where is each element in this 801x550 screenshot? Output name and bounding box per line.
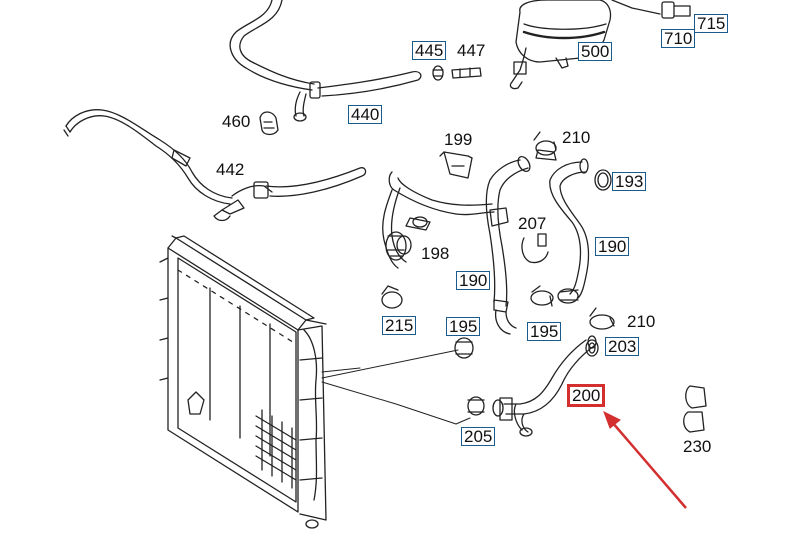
label-215[interactable]: 215 [382,316,417,335]
label-710[interactable]: 710 [661,29,696,48]
label-210-lower: 210 [627,312,656,331]
hose-200 [492,335,597,437]
clamp-210-top [533,131,557,161]
clamp-215 [381,285,403,309]
clamp-210-lower [589,307,615,330]
pointer-arrow [603,410,687,509]
label-447: 447 [457,41,486,60]
clamp-195-left [454,337,474,359]
label-205[interactable]: 205 [461,427,496,446]
label-195-mid[interactable]: 195 [527,322,562,341]
label-207: 207 [518,214,547,233]
clip-199 [439,151,473,179]
label-193[interactable]: 193 [612,172,647,191]
connector-447 [451,67,482,79]
label-230: 230 [683,437,712,456]
radiator [159,235,327,529]
label-195-left[interactable]: 195 [446,317,481,336]
clamp-195-mid [530,285,554,307]
label-442: 442 [216,160,245,179]
clip-230 [683,385,707,433]
label-500[interactable]: 500 [578,42,613,61]
hose-198 [382,171,495,269]
label-200-highlighted[interactable]: 200 [567,384,606,407]
label-203[interactable]: 203 [605,337,640,356]
label-460: 460 [222,112,251,131]
reservoir-500 [509,0,612,90]
hose-440-assembly [229,0,422,122]
label-440[interactable]: 440 [348,105,383,124]
label-190-right[interactable]: 190 [595,237,630,256]
label-199: 199 [444,130,473,149]
label-210-top: 210 [562,128,591,147]
label-198: 198 [421,244,450,263]
hose-190-right [549,158,590,304]
hose-190-left [485,155,531,335]
oring-193 [594,169,612,191]
label-445[interactable]: 445 [412,41,447,60]
clamp-445 [432,65,444,81]
fitting-710 [611,0,691,19]
label-715[interactable]: 715 [694,14,729,33]
leader-lines [321,349,471,425]
clip-460 [259,111,279,136]
oring-203 [585,339,599,357]
clamp-205 [467,396,485,416]
hose-442 [63,109,367,222]
label-190-left[interactable]: 190 [456,271,491,290]
clip-207 [521,233,549,264]
